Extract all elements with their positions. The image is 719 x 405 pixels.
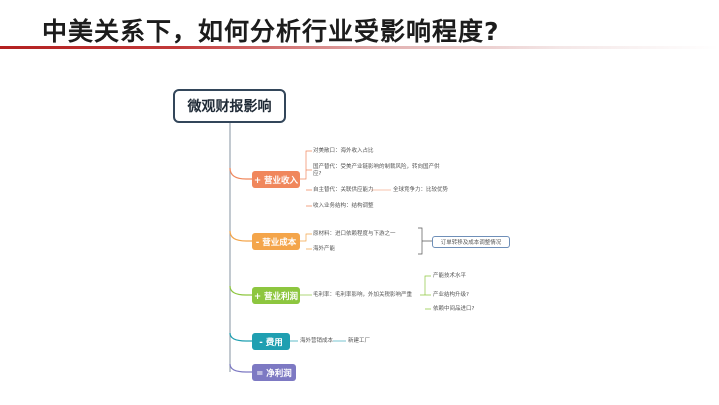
leaf-revenue-competitiveness: 全球竞争力：比较优势	[393, 187, 449, 193]
connector-revenue	[229, 167, 252, 180]
leaf-profit-upgrade: 产业结构升级?	[433, 292, 469, 298]
slide-title: 中美关系下，如何分析行业受影响程度?	[42, 17, 500, 46]
connector-net	[229, 363, 252, 373]
cost-note-box: 订单转移及成本调整情况	[432, 236, 510, 248]
branch-operating-profit: + 营业利润	[252, 287, 300, 304]
leaf-revenue-structure: 收入业务结构：结构调整	[313, 203, 374, 209]
connector-profit	[229, 285, 252, 296]
leaf-revenue-self-supply: 自主替代：关联供应能力	[313, 187, 374, 193]
branch-cost: - 营业成本	[252, 233, 300, 250]
leaf-expense-marketing: 海外营销成本	[300, 338, 334, 344]
connector-cost	[229, 230, 252, 242]
leaf-revenue-exposure: 对美敞口：海外收入占比	[313, 148, 374, 154]
leaf-expense-new-factory: 新建工厂	[348, 338, 371, 344]
title-divider	[0, 46, 719, 49]
leaf-cost-materials: 原材料：进口依赖程度与下游之一	[313, 231, 396, 237]
branch-revenue: + 营业收入	[252, 171, 300, 188]
leaf-revenue-substitution: 国产替代：受美产业链影响的制裁风险，转向国产供应?	[313, 164, 440, 177]
leaf-line-revenue	[300, 150, 312, 207]
connector-expense	[229, 332, 252, 342]
leaf-profit-tech-level: 产能技术水平	[433, 273, 467, 279]
branch-net-profit: = 净利润	[252, 364, 296, 381]
profit-sub-lines	[420, 275, 431, 310]
leaf-cost-overseas-capacity: 海外产能	[313, 246, 336, 252]
leaf-profit-import-dependence: 依赖中间品进口?	[433, 306, 475, 312]
cost-bracket	[418, 227, 432, 255]
leaf-profit-margin: 毛利率：毛利率影响，外加关税影响严重	[313, 292, 413, 298]
mindmap-root: 微观财报影响	[173, 89, 286, 123]
leaf-line-cost	[300, 233, 312, 250]
branch-expense: - 费用	[252, 333, 290, 350]
